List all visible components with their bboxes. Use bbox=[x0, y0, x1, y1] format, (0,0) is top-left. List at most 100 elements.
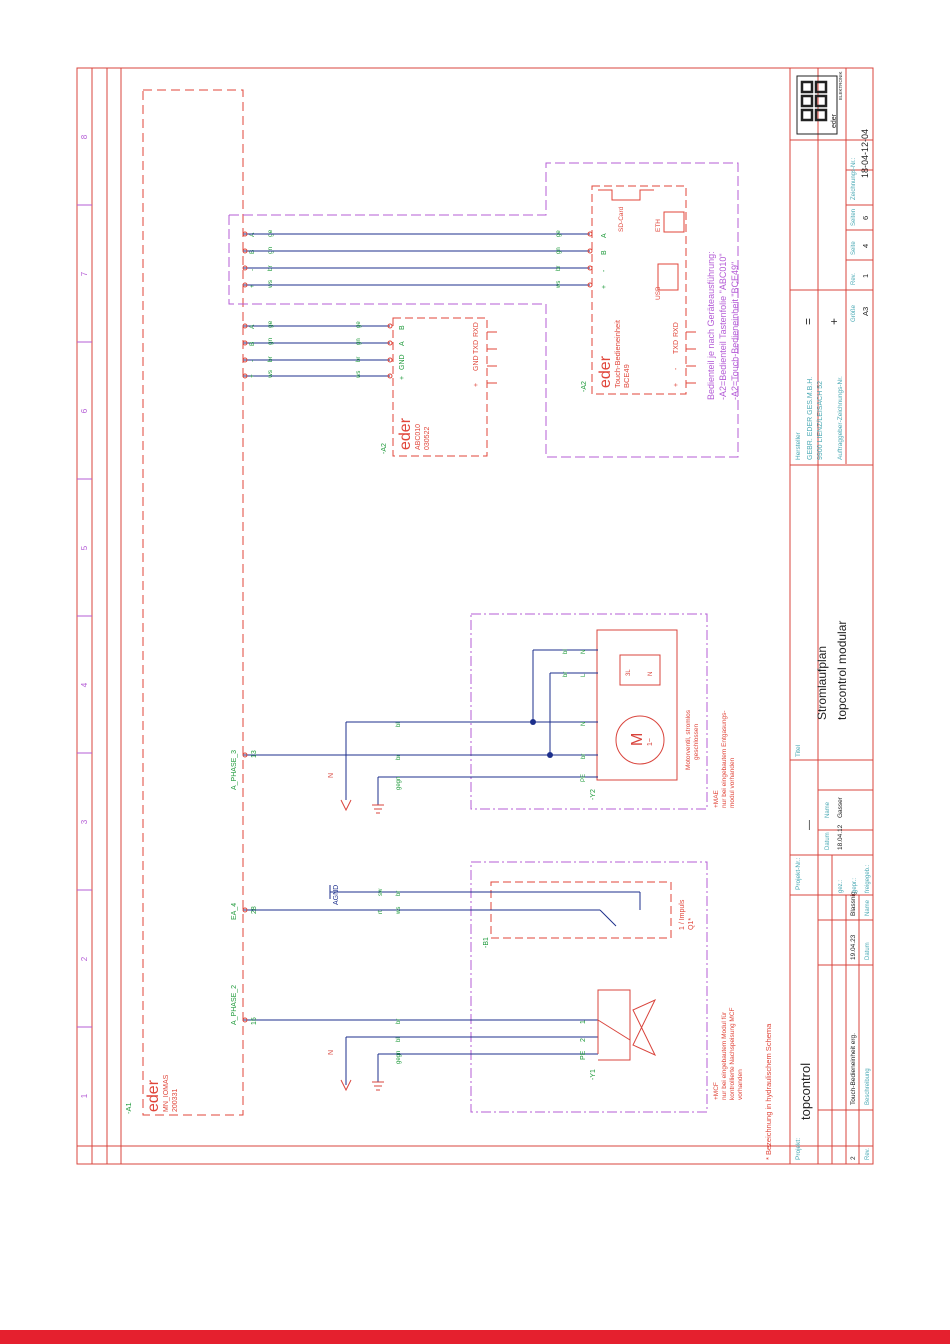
y2-relay: 3L bbox=[626, 669, 632, 676]
meta-groesse: A3 bbox=[861, 307, 870, 316]
meta-rev: 1 bbox=[861, 274, 870, 278]
b1-wire-br: br bbox=[396, 891, 402, 896]
bce49-pin-minus: - bbox=[601, 269, 608, 272]
bus-wire-gn-1: gn bbox=[267, 337, 274, 345]
y1-wire-br: br bbox=[396, 1019, 402, 1024]
bus-wire-ws-1: ws bbox=[267, 369, 274, 379]
gez-date: 18.04.12 bbox=[837, 824, 844, 850]
gez-header-date: Datum bbox=[825, 832, 831, 850]
usb-port-icon bbox=[657, 263, 679, 291]
gez-label: gez.: bbox=[838, 880, 844, 893]
logo-subtitle: ELEKTRONIK bbox=[838, 71, 843, 100]
rev-description: Touch-Bedieneinheit erg. bbox=[850, 1033, 857, 1105]
projekt-name: topcontrol bbox=[798, 1063, 813, 1120]
bce49-rpin-rxd: RXD bbox=[673, 322, 680, 337]
b1-terminal: 28 bbox=[251, 906, 258, 914]
y2-relay-n: N bbox=[648, 672, 654, 676]
bus-wire-br-1: br bbox=[267, 355, 274, 362]
y1-pin-pe: PE bbox=[580, 1050, 587, 1060]
bce49-wire-ws: ws bbox=[556, 281, 562, 289]
y2-pin-n2: N bbox=[581, 650, 587, 654]
bus-pin-a-1: A bbox=[249, 324, 256, 329]
eq-equal: = bbox=[801, 318, 815, 325]
a1-name: MN_IOMAS bbox=[163, 1074, 170, 1112]
grid-number-4: 4 bbox=[80, 682, 89, 687]
y1-pin-1: 1 bbox=[580, 1020, 587, 1024]
hydraulic-note: * Bezeichnung in hydraulischem Schema bbox=[764, 1023, 773, 1160]
y2-ground-symbol bbox=[372, 804, 384, 814]
b1-signal: EA_4 bbox=[231, 903, 238, 920]
bce49-pin-plus: + bbox=[601, 285, 608, 289]
abc010-tag: -A2 bbox=[381, 443, 388, 454]
b1-wire-rt: rt bbox=[378, 910, 384, 914]
y1-note-4: vorhanden bbox=[737, 1069, 744, 1100]
y2-pin-n: N bbox=[581, 722, 587, 726]
meta-seite-label: Seite bbox=[851, 241, 857, 255]
bus-wire-ws-2: ws bbox=[267, 279, 274, 289]
y2-neutral-symbol bbox=[340, 799, 352, 812]
y1-terminal: 15 bbox=[251, 1017, 258, 1025]
b1-wire-ws: ws bbox=[396, 907, 402, 915]
eq-plus: + bbox=[827, 318, 841, 325]
meta-seite: 4 bbox=[861, 244, 870, 248]
bce49-note-3: -A2=Touch-Bedieneinheit "BCE49" bbox=[730, 262, 740, 400]
motor-symbol bbox=[615, 715, 665, 765]
gez-name: Gasser bbox=[837, 796, 844, 818]
grid-number-7: 7 bbox=[80, 271, 89, 276]
a1-code: 200331 bbox=[172, 1089, 179, 1112]
eder-logo: eder ELEKTRONIK bbox=[796, 71, 843, 135]
bus-pin-b-2: B bbox=[249, 250, 256, 254]
title-line-2: topcontrol modular bbox=[835, 621, 849, 720]
bus-wire-ge-2: ge bbox=[267, 229, 274, 237]
abc010-rpin-gnd: GND bbox=[473, 355, 480, 371]
hersteller-line-2: 9900 LIENZ/LEISACH 52 bbox=[817, 381, 824, 460]
projekt-nr: — bbox=[804, 820, 815, 830]
bus-wire-ge-1: ge bbox=[267, 320, 274, 328]
y2-wire-bl2: bl bbox=[563, 649, 569, 654]
abc010-wire-ws: ws bbox=[356, 371, 362, 379]
y1-neutral-symbol bbox=[340, 1079, 352, 1092]
y2-wire-br: br bbox=[396, 755, 402, 760]
y2-valve-text-2: geschlossen bbox=[693, 723, 700, 760]
bce49-note-2: -A2=Bedienteil Tastenfolie "ABC010" bbox=[718, 253, 728, 400]
y2-pin-pe: PE bbox=[581, 774, 587, 782]
bus-pin-minus-1: - bbox=[249, 360, 256, 362]
a1-tag: -A1 bbox=[124, 1102, 133, 1114]
abc010-rpin-plus: + bbox=[473, 383, 480, 387]
meta-rev-label: Rev. bbox=[851, 273, 857, 285]
bce49-pin-a: A bbox=[601, 233, 608, 238]
projekt-label: Projekt: bbox=[795, 1138, 802, 1160]
y2-signal: A_PHASE_3 bbox=[231, 750, 238, 790]
y1-neutral: N bbox=[328, 1050, 335, 1055]
y2-wire-gegn: gegn bbox=[396, 777, 402, 790]
grid-number-6: 6 bbox=[80, 408, 89, 413]
sd-card-icon bbox=[598, 189, 654, 201]
grid-number-3: 3 bbox=[80, 819, 89, 824]
y2-valve-text-1: Motorventil, stromlos bbox=[685, 709, 692, 770]
y2-motor: M bbox=[629, 733, 646, 746]
module-bce49: -A2 eder Touch-Bedieneinheit BCE49 + - B… bbox=[228, 162, 740, 458]
meta-znr-label: Zeichnungs-Nr.: bbox=[851, 157, 857, 200]
abc010-wire-br: br bbox=[356, 357, 362, 362]
y2-wire-br2: br bbox=[563, 672, 569, 677]
y1-wire-gegn: gegn bbox=[396, 1051, 402, 1064]
rev-header-rev: Rev. bbox=[865, 1148, 871, 1160]
title-line-1: Stromlaufplan bbox=[815, 646, 829, 720]
module-abc010: -A2 eder ABC010 030522 + GND A B + GND T… bbox=[242, 317, 497, 457]
y2-terminal: 13 bbox=[251, 750, 258, 758]
bce49-wire-gn: gn bbox=[556, 247, 562, 254]
b1-agnd: AGND bbox=[333, 885, 340, 905]
bce49-wire-br: br bbox=[556, 266, 562, 271]
sheet-frame bbox=[76, 67, 874, 1165]
module-a1: -A1 eder MN_IOMAS 200331 bbox=[124, 89, 244, 1116]
bce49-code: BCE49 bbox=[622, 364, 631, 388]
y2-note-3: modul vorhanden bbox=[729, 757, 736, 808]
abc010-wire-ge: ge bbox=[356, 321, 362, 328]
meta-seiten: 6 bbox=[861, 216, 870, 220]
abc010-pin-a: A bbox=[399, 341, 406, 346]
b1-wire-sw: sw bbox=[378, 888, 384, 896]
rev-header-date: Datum bbox=[865, 942, 871, 960]
titel-label: Titel bbox=[795, 744, 802, 757]
bce49-eth: ETH bbox=[655, 219, 662, 232]
